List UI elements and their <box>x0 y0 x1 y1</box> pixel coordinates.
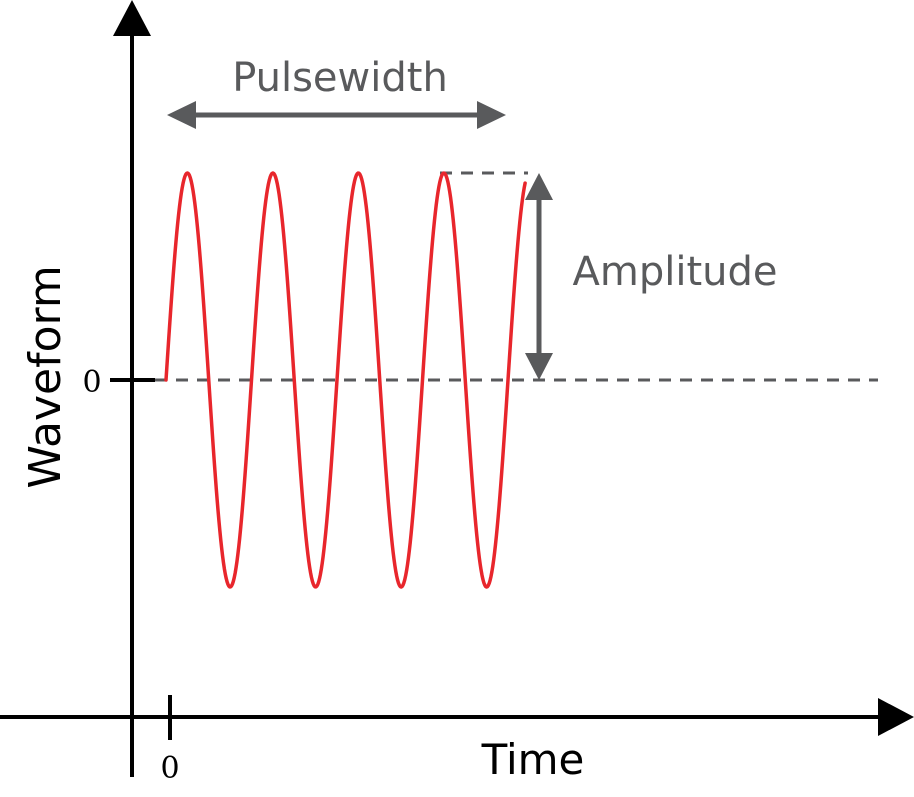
pulsewidth-arrowhead-left <box>167 101 196 129</box>
x-axis <box>0 695 914 740</box>
y-axis <box>110 0 155 777</box>
x-axis-label: Time <box>481 735 585 784</box>
sine-waveform <box>164 171 527 589</box>
amplitude-arrow <box>525 173 553 380</box>
pulsewidth-label: Pulsewidth <box>232 55 448 101</box>
y-axis-label: Waveform <box>20 265 71 488</box>
pulsewidth-arrowhead-right <box>477 101 506 129</box>
amplitude-arrowhead-top <box>525 173 553 200</box>
y-axis-arrowhead <box>113 0 151 36</box>
amplitude-label: Amplitude <box>573 249 778 295</box>
x-axis-arrowhead <box>878 698 914 736</box>
amplitude-arrowhead-bottom <box>525 353 553 380</box>
pulsewidth-arrow <box>167 101 506 129</box>
y-zero-label: 0 <box>82 365 101 400</box>
x-zero-label: 0 <box>160 751 179 786</box>
